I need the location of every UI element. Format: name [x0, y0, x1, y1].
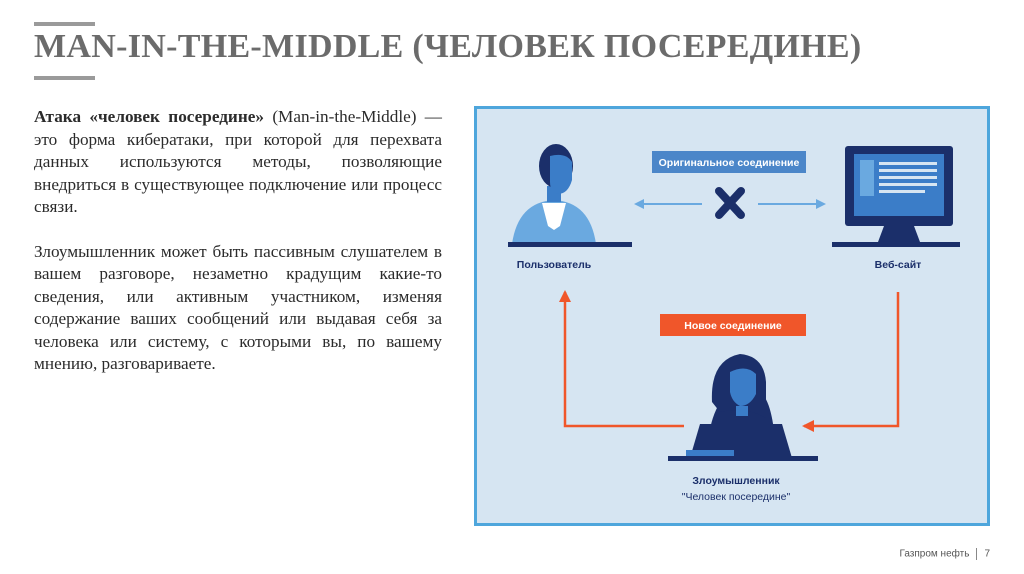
user-label: Пользователь: [517, 259, 592, 271]
definition-text: (Man-in-the-Middle) — это форма киберата…: [34, 107, 442, 216]
title-bar-bottom: [34, 76, 95, 80]
attacker-icon: [668, 354, 818, 461]
attacker-to-user-arrow: [559, 290, 684, 428]
new-connection-label: Новое соединение: [684, 320, 782, 332]
blocked-x-icon: [715, 187, 745, 219]
website-label: Веб-сайт: [875, 259, 922, 271]
mitm-diagram: Оригинальное соединение Пользователь Веб…: [474, 106, 990, 526]
website-to-attacker-arrow: [802, 292, 900, 432]
footer: Газпром нефть 7: [899, 548, 990, 560]
user-icon: [508, 144, 632, 247]
paragraph-definition: Атака «человек посередине» (Man-in-the-M…: [34, 106, 442, 219]
company-name: Газпром нефть: [899, 548, 970, 560]
page-number: 7: [984, 548, 990, 560]
body-text: Атака «человек посередине» (Man-in-the-M…: [34, 106, 442, 376]
original-connection-badge: Оригинальное соединение: [652, 151, 806, 173]
attacker-sublabel: "Человек посередине": [682, 491, 791, 503]
footer-divider: [976, 548, 978, 560]
slide-title: MAN-IN-THE-MIDDLE (ЧЕЛОВЕК ПОСЕРЕДИНЕ): [34, 28, 862, 65]
attacker-label: Злоумышленник: [692, 475, 780, 487]
paragraph-attacker: Злоумышленник может быть пассивным слуша…: [34, 241, 442, 374]
title-bar-top: [34, 22, 95, 26]
new-connection-badge: Новое соединение: [660, 314, 806, 336]
original-connection-label: Оригинальное соединение: [659, 157, 800, 169]
website-monitor-icon: [832, 146, 960, 247]
definition-term: Атака «человек посередине»: [34, 107, 264, 126]
